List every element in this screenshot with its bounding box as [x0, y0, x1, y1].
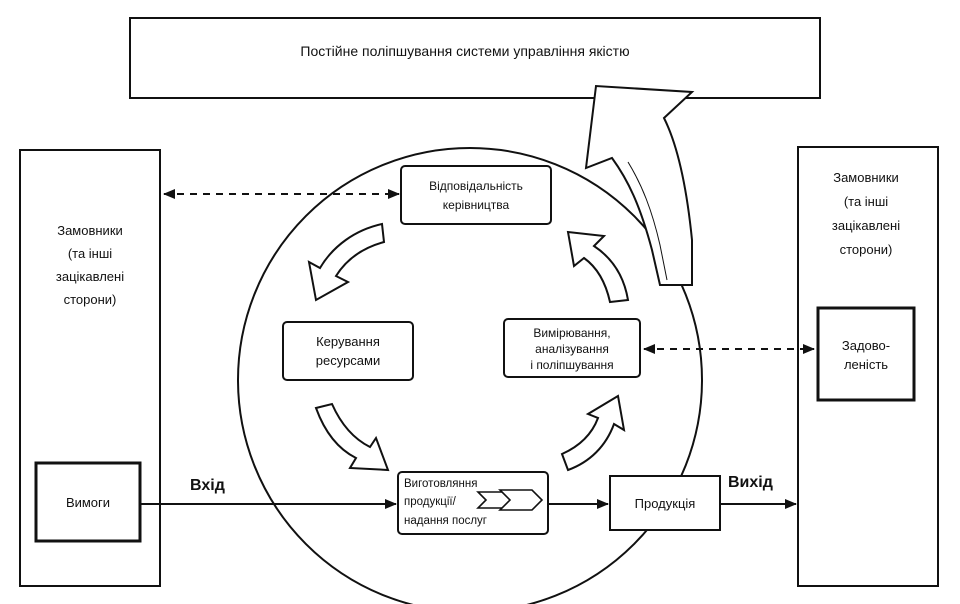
product-realization-box: Виготовляння продукції/ надання послуг: [397, 471, 549, 535]
measurement-box: Вимірювання, аналізування і поліпшування: [503, 318, 641, 378]
customers-left-line-2: (та інші: [68, 246, 112, 261]
customers-left-line-1: Замовники: [57, 223, 123, 238]
resources-line-1: Керування: [316, 334, 380, 349]
management-line-2: керівництва: [443, 198, 510, 212]
realization-line-1: Виготовляння: [404, 478, 477, 490]
process-circle: [237, 147, 703, 604]
cycle-arrow-measurement-to-management: [566, 230, 630, 304]
customers-right-line-2: (та інші: [844, 194, 888, 209]
customers-left-line-3: зацікавлені: [56, 269, 124, 284]
input-label: Вхід: [190, 477, 225, 494]
customers-left-line-4: сторони): [64, 292, 117, 307]
continual-improvement-text: Постійне поліпшування системи управління…: [300, 43, 629, 59]
product-text: Продукція: [635, 496, 696, 511]
customers-right-line-3: зацікавлені: [832, 218, 900, 233]
satisfaction-line-2: леність: [844, 357, 888, 372]
measurement-line-3: і поліпшування: [530, 358, 613, 372]
cycle-arrow-realization-to-measurement: [560, 394, 626, 472]
resources-line-2: ресурсами: [316, 353, 380, 368]
improvement-arrow: [584, 84, 695, 286]
measurement-line-2: аналізування: [535, 342, 609, 356]
measurement-line-1: Вимірювання,: [533, 326, 610, 340]
requirements-box: Вимоги: [34, 461, 142, 543]
resource-management-box: Керування ресурсами: [282, 321, 414, 381]
cycle-arrow-resources-to-realization: [314, 402, 390, 472]
improvement-arrow-inner: [627, 161, 668, 281]
requirements-text: Вимоги: [66, 495, 110, 510]
chevron-icon: [498, 489, 544, 511]
satisfaction-box: Задово- леність: [816, 306, 916, 402]
management-responsibility-box: Відповідальність керівництва: [400, 165, 552, 225]
cycle-arrow-management-to-resources: [307, 222, 386, 302]
output-label: Вихід: [728, 474, 773, 491]
continual-improvement-box: Постійне поліпшування системи управління…: [129, 17, 821, 99]
satisfaction-line-1: Задово-: [842, 338, 890, 353]
product-box: Продукція: [609, 475, 721, 531]
customers-right-line-4: сторони): [840, 242, 893, 257]
realization-line-2: продукції/: [404, 496, 457, 508]
customers-right-line-1: Замовники: [833, 170, 899, 185]
realization-line-3: надання послуг: [404, 515, 487, 527]
management-line-1: Відповідальність: [429, 179, 523, 193]
